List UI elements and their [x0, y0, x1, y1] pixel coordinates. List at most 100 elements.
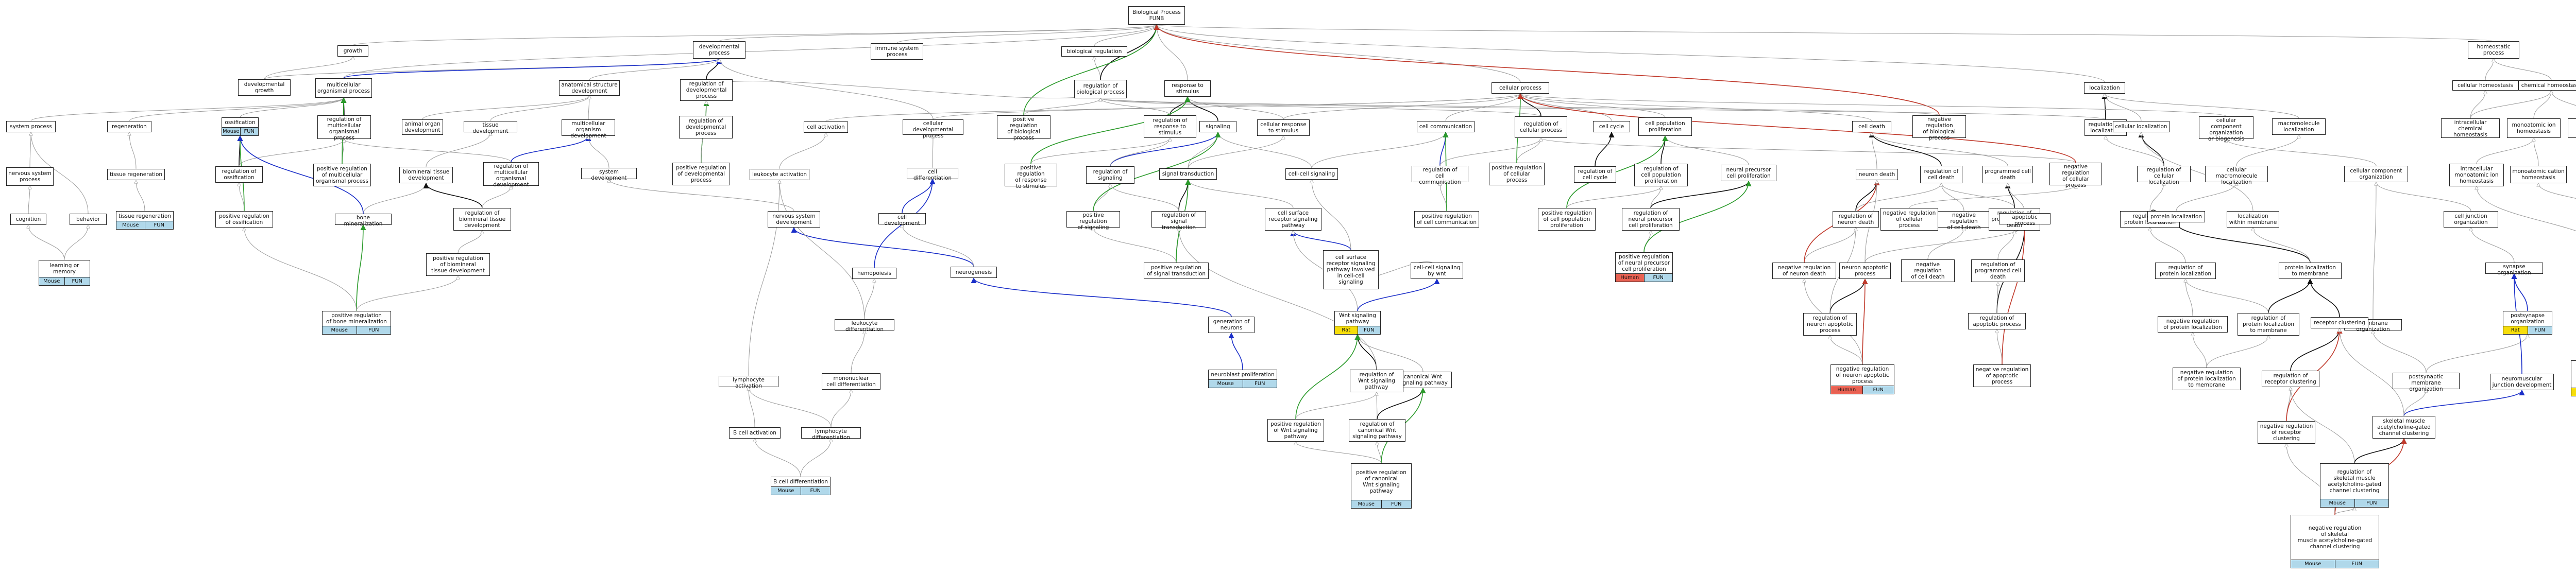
go-term-node[interactable]: regulation of cell death	[1920, 166, 1962, 183]
go-term-node[interactable]: Biological Process FUNB	[1128, 6, 1185, 25]
go-term-node[interactable]: positive regulation of response to stimu…	[1005, 164, 1057, 189]
go-term-node[interactable]: positive regulation of neural precursor …	[1615, 252, 1673, 282]
go-term-node[interactable]: leukocyte activation	[750, 169, 809, 180]
go-term-node[interactable]: cellular component organization or bioge…	[2199, 116, 2253, 142]
go-term-node[interactable]: regulation of cell communication	[1412, 166, 1468, 185]
go-term-node[interactable]: cellular homeostasis	[2452, 80, 2518, 91]
go-term-node[interactable]: biomineral tissue development	[399, 167, 453, 183]
go-term-node[interactable]: cell activation	[804, 121, 848, 133]
go-term-node[interactable]: synapse organization	[2485, 263, 2543, 276]
go-term-node[interactable]: system development	[581, 168, 637, 181]
go-term-node[interactable]: neural precursor cell proliferation	[1721, 165, 1776, 181]
go-term-node[interactable]: apoptotic process	[1999, 213, 2050, 226]
go-term-node[interactable]: receptor clustering	[2311, 317, 2368, 328]
go-term-node[interactable]: tissue regeneration	[107, 169, 165, 180]
go-term-node[interactable]: positive regulation of cell communicatio…	[1414, 211, 1479, 228]
go-term-node[interactable]: immune system process	[871, 43, 923, 60]
go-term-node[interactable]: positive regulation of multicellular org…	[313, 164, 371, 186]
go-term-node[interactable]: cognition	[10, 214, 46, 225]
go-term-node[interactable]: cellular process	[1492, 82, 1549, 94]
go-term-node[interactable]: negative regulation of protein localizat…	[2158, 316, 2228, 333]
go-term-node[interactable]: positive regulation of signal transducti…	[1144, 263, 1209, 279]
go-term-node[interactable]: regulation of signal transduction	[1151, 211, 1206, 231]
go-term-node[interactable]: regulation of programmed cell death	[1971, 259, 2025, 282]
go-term-node[interactable]: regulation of cellular process	[1515, 116, 1567, 138]
go-term-node[interactable]: protein localization to membrane	[2279, 263, 2342, 279]
go-term-node[interactable]: regulation of developmental process	[680, 79, 733, 101]
go-term-node[interactable]: regulation of biological process	[1074, 80, 1127, 98]
go-term-node[interactable]: localization within membrane	[2227, 211, 2279, 228]
go-term-node[interactable]: protein localization	[2147, 211, 2205, 222]
go-term-node[interactable]: negative regulation of skeletal muscle a…	[2291, 515, 2379, 568]
go-term-node[interactable]: neuromuscular junction development	[2490, 374, 2554, 390]
go-term-node[interactable]: negative regulation of neuron apoptotic …	[1831, 364, 1894, 394]
go-term-node[interactable]: leukocyte differentiation	[835, 319, 894, 333]
go-term-node[interactable]: programmed cell death	[1982, 166, 2033, 183]
go-term-node[interactable]: macromolecule localization	[2272, 118, 2326, 135]
go-term-node[interactable]: cell-cell signaling	[1285, 168, 1338, 180]
go-term-node[interactable]: negative regulation of protein localizat…	[2173, 368, 2241, 390]
go-term-node[interactable]: animal organ development	[402, 119, 443, 135]
go-term-node[interactable]: regulation of canonical Wnt signaling pa…	[1349, 419, 1405, 442]
go-term-node[interactable]: positive regulation of canonical Wnt sig…	[1351, 463, 1412, 509]
go-term-node[interactable]: lymphocyte activation	[719, 376, 778, 389]
go-term-node[interactable]: regulation of skeletal muscle acetylchol…	[2320, 463, 2389, 508]
go-term-node[interactable]: regulation of cellular localization	[2137, 166, 2191, 185]
go-term-node[interactable]: regulation of cell cycle	[1574, 166, 1616, 183]
go-term-node[interactable]: intracellular chemical homeostasis	[2441, 118, 2500, 138]
go-term-node[interactable]: positive regulation of cellular process	[1489, 163, 1545, 185]
go-term-node[interactable]: regulation of neuron apoptotic process	[1803, 313, 1857, 336]
go-term-node[interactable]: positive regulation of cell population p…	[1538, 208, 1596, 231]
go-term-node[interactable]: regulation of apoptotic process	[1968, 313, 2026, 329]
go-term-node[interactable]: cell junction organization	[2444, 211, 2498, 228]
go-term-node[interactable]: regulation of protein localization	[2155, 263, 2216, 279]
go-term-node[interactable]: regulation of multicellular organismal d…	[483, 162, 539, 188]
go-term-node[interactable]: regulation of neuron death	[1833, 211, 1879, 228]
go-term-node[interactable]: negative regulation of apoptotic process	[1973, 364, 2031, 387]
go-term-node[interactable]: multicellular organism development	[562, 119, 615, 139]
go-term-node[interactable]: growth	[337, 45, 368, 57]
go-term-node[interactable]: positive regulation of bone mineralizati…	[322, 311, 391, 335]
go-term-node[interactable]: negative regulation of biological proces…	[1912, 115, 1966, 141]
go-term-node[interactable]: regulation of response to stimulus	[1144, 115, 1196, 138]
go-term-node[interactable]: regulation of protein localization to me…	[2238, 313, 2299, 336]
go-term-node[interactable]: anatomical structure development	[559, 80, 620, 96]
go-term-node[interactable]: regulation of receptor clustering	[2262, 371, 2319, 387]
go-term-node[interactable]: postsynaptic membrane organization	[2393, 373, 2460, 392]
go-term-node[interactable]: nervous system development	[768, 211, 820, 228]
go-term-node[interactable]: cellular response to stimulus	[1257, 119, 1310, 136]
go-term-node[interactable]: neuron apoptotic process	[1839, 263, 1891, 279]
go-term-node[interactable]: bone mineralization	[335, 214, 392, 227]
go-term-node[interactable]: negative regulation of cellular process	[2049, 163, 2102, 188]
go-term-node[interactable]: regulation of postsynaptic cytosolic cal…	[2571, 360, 2576, 396]
go-term-node[interactable]: skeletal muscle acetylcholine-gated chan…	[2372, 416, 2435, 439]
go-term-node[interactable]: response to stimulus	[1164, 80, 1211, 97]
go-term-node[interactable]: generation of neurons	[1208, 317, 1255, 333]
go-term-node[interactable]: negative regulation of neuron death	[1772, 263, 1836, 279]
go-term-node[interactable]: cellular component organization	[2344, 166, 2408, 182]
go-term-node[interactable]: positive regulation of Wnt signaling pat…	[1267, 419, 1324, 442]
go-term-node[interactable]: multicellular organismal process	[315, 78, 372, 98]
go-term-node[interactable]: regulation of Wnt signaling pathway	[1350, 370, 1403, 392]
go-term-node[interactable]: cell death	[1852, 121, 1891, 132]
go-term-node[interactable]: cell surface receptor signaling pathway	[1265, 208, 1321, 231]
go-term-node[interactable]: regulation of multicellular organismal p…	[317, 115, 371, 141]
go-term-node[interactable]: positive regulation of developmental pro…	[672, 163, 730, 185]
go-term-node[interactable]: negative regulation of cell death	[1901, 259, 1955, 282]
go-term-node[interactable]: cell differentiation	[907, 168, 958, 181]
go-term-node[interactable]: mononuclear cell differentiation	[822, 373, 880, 390]
go-term-node[interactable]: monoatomic cation homeostasis	[2510, 166, 2567, 183]
go-term-node[interactable]: behavior	[70, 214, 107, 225]
go-term-node[interactable]: cellular macromolecule localization	[2205, 166, 2268, 185]
go-term-node[interactable]: lymphocyte differentiation	[801, 427, 861, 441]
go-term-node[interactable]: cellular localization	[2113, 121, 2170, 132]
go-term-node[interactable]: negative regulation of cell death	[1937, 211, 1991, 231]
go-term-node[interactable]: regulation of biomineral tissue developm…	[453, 208, 511, 231]
go-term-node[interactable]: monoatomic ion homeostasis	[2507, 118, 2561, 138]
